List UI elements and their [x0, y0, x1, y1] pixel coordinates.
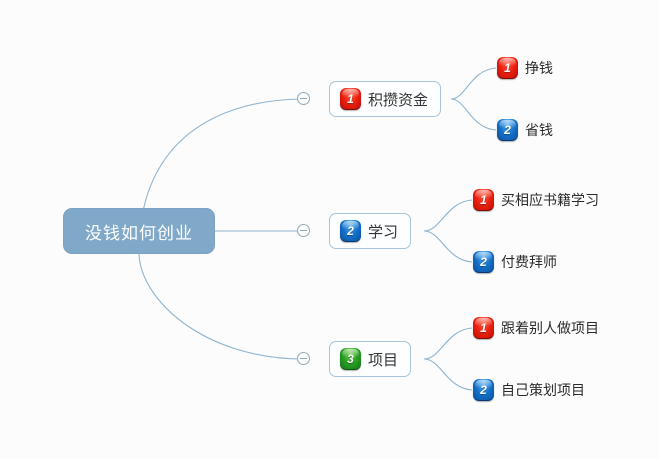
- leaf-node-1-1-label: 挣钱: [525, 60, 553, 76]
- badge-number: 1: [480, 192, 487, 207]
- badge-icon-leaf-1-1: 1: [497, 57, 518, 79]
- branch-node-1-label: 积攒资金: [368, 91, 429, 109]
- badge-icon-leaf-3-2: 2: [473, 379, 494, 401]
- leaf-node-3-2[interactable]: 2 自己策划项目: [473, 377, 585, 403]
- branch-node-2-label: 学习: [368, 223, 399, 241]
- edge-branch-2-to-leaf-1: [423, 199, 473, 232]
- leaf-node-2-2-label: 付费拜师: [501, 254, 557, 270]
- leaf-node-1-2-label: 省钱: [525, 122, 553, 138]
- branch-node-3-label: 项目: [368, 351, 399, 369]
- branch-node-1[interactable]: 1 积攒资金: [329, 81, 442, 117]
- badge-number: 1: [480, 320, 487, 335]
- collapse-minus-icon-branch-3[interactable]: [297, 352, 310, 365]
- badge-number: 2: [480, 254, 487, 269]
- collapse-minus-icon-branch-2[interactable]: [297, 224, 310, 237]
- badge-number: 1: [347, 91, 354, 106]
- badge-number: 2: [504, 122, 511, 137]
- badge-icon-branch-2: 2: [340, 220, 361, 242]
- badge-icon-leaf-1-2: 2: [497, 119, 518, 141]
- edge-branch-1-to-leaf-2: [450, 98, 497, 131]
- edge-branch-1-to-leaf-1: [450, 67, 497, 100]
- badge-icon-leaf-2-1: 1: [473, 189, 494, 211]
- leaf-node-3-1-label: 跟着别人做项目: [501, 320, 599, 336]
- edge-branch-2-to-leaf-2: [423, 230, 473, 263]
- badge-number: 1: [504, 60, 511, 75]
- badge-icon-branch-3: 3: [340, 348, 361, 370]
- branch-node-3[interactable]: 3 项目: [329, 341, 412, 377]
- leaf-node-2-1[interactable]: 1 买相应书籍学习: [473, 187, 599, 213]
- leaf-node-1-2[interactable]: 2 省钱: [497, 117, 553, 143]
- edge-branch-3-to-leaf-2: [423, 358, 473, 391]
- root-node-label: 没钱如何创业: [85, 223, 193, 243]
- badge-number: 2: [347, 223, 354, 238]
- leaf-node-2-1-label: 买相应书籍学习: [501, 192, 599, 208]
- badge-number: 3: [347, 351, 354, 366]
- branch-node-2[interactable]: 2 学习: [329, 213, 412, 249]
- collapse-minus-icon-branch-1[interactable]: [297, 92, 310, 105]
- edge-root-to-branch-3: [138, 251, 304, 360]
- leaf-node-3-2-label: 自己策划项目: [501, 382, 585, 398]
- root-node[interactable]: 没钱如何创业: [63, 208, 215, 254]
- leaf-node-1-1[interactable]: 1 挣钱: [497, 55, 553, 81]
- badge-number: 2: [480, 382, 487, 397]
- leaf-node-2-2[interactable]: 2 付费拜师: [473, 249, 557, 275]
- badge-icon-leaf-3-1: 1: [473, 317, 494, 339]
- badge-icon-leaf-2-2: 2: [473, 251, 494, 273]
- edge-branch-3-to-leaf-1: [423, 327, 473, 360]
- leaf-node-3-1[interactable]: 1 跟着别人做项目: [473, 315, 599, 341]
- badge-icon-branch-1: 1: [340, 88, 361, 110]
